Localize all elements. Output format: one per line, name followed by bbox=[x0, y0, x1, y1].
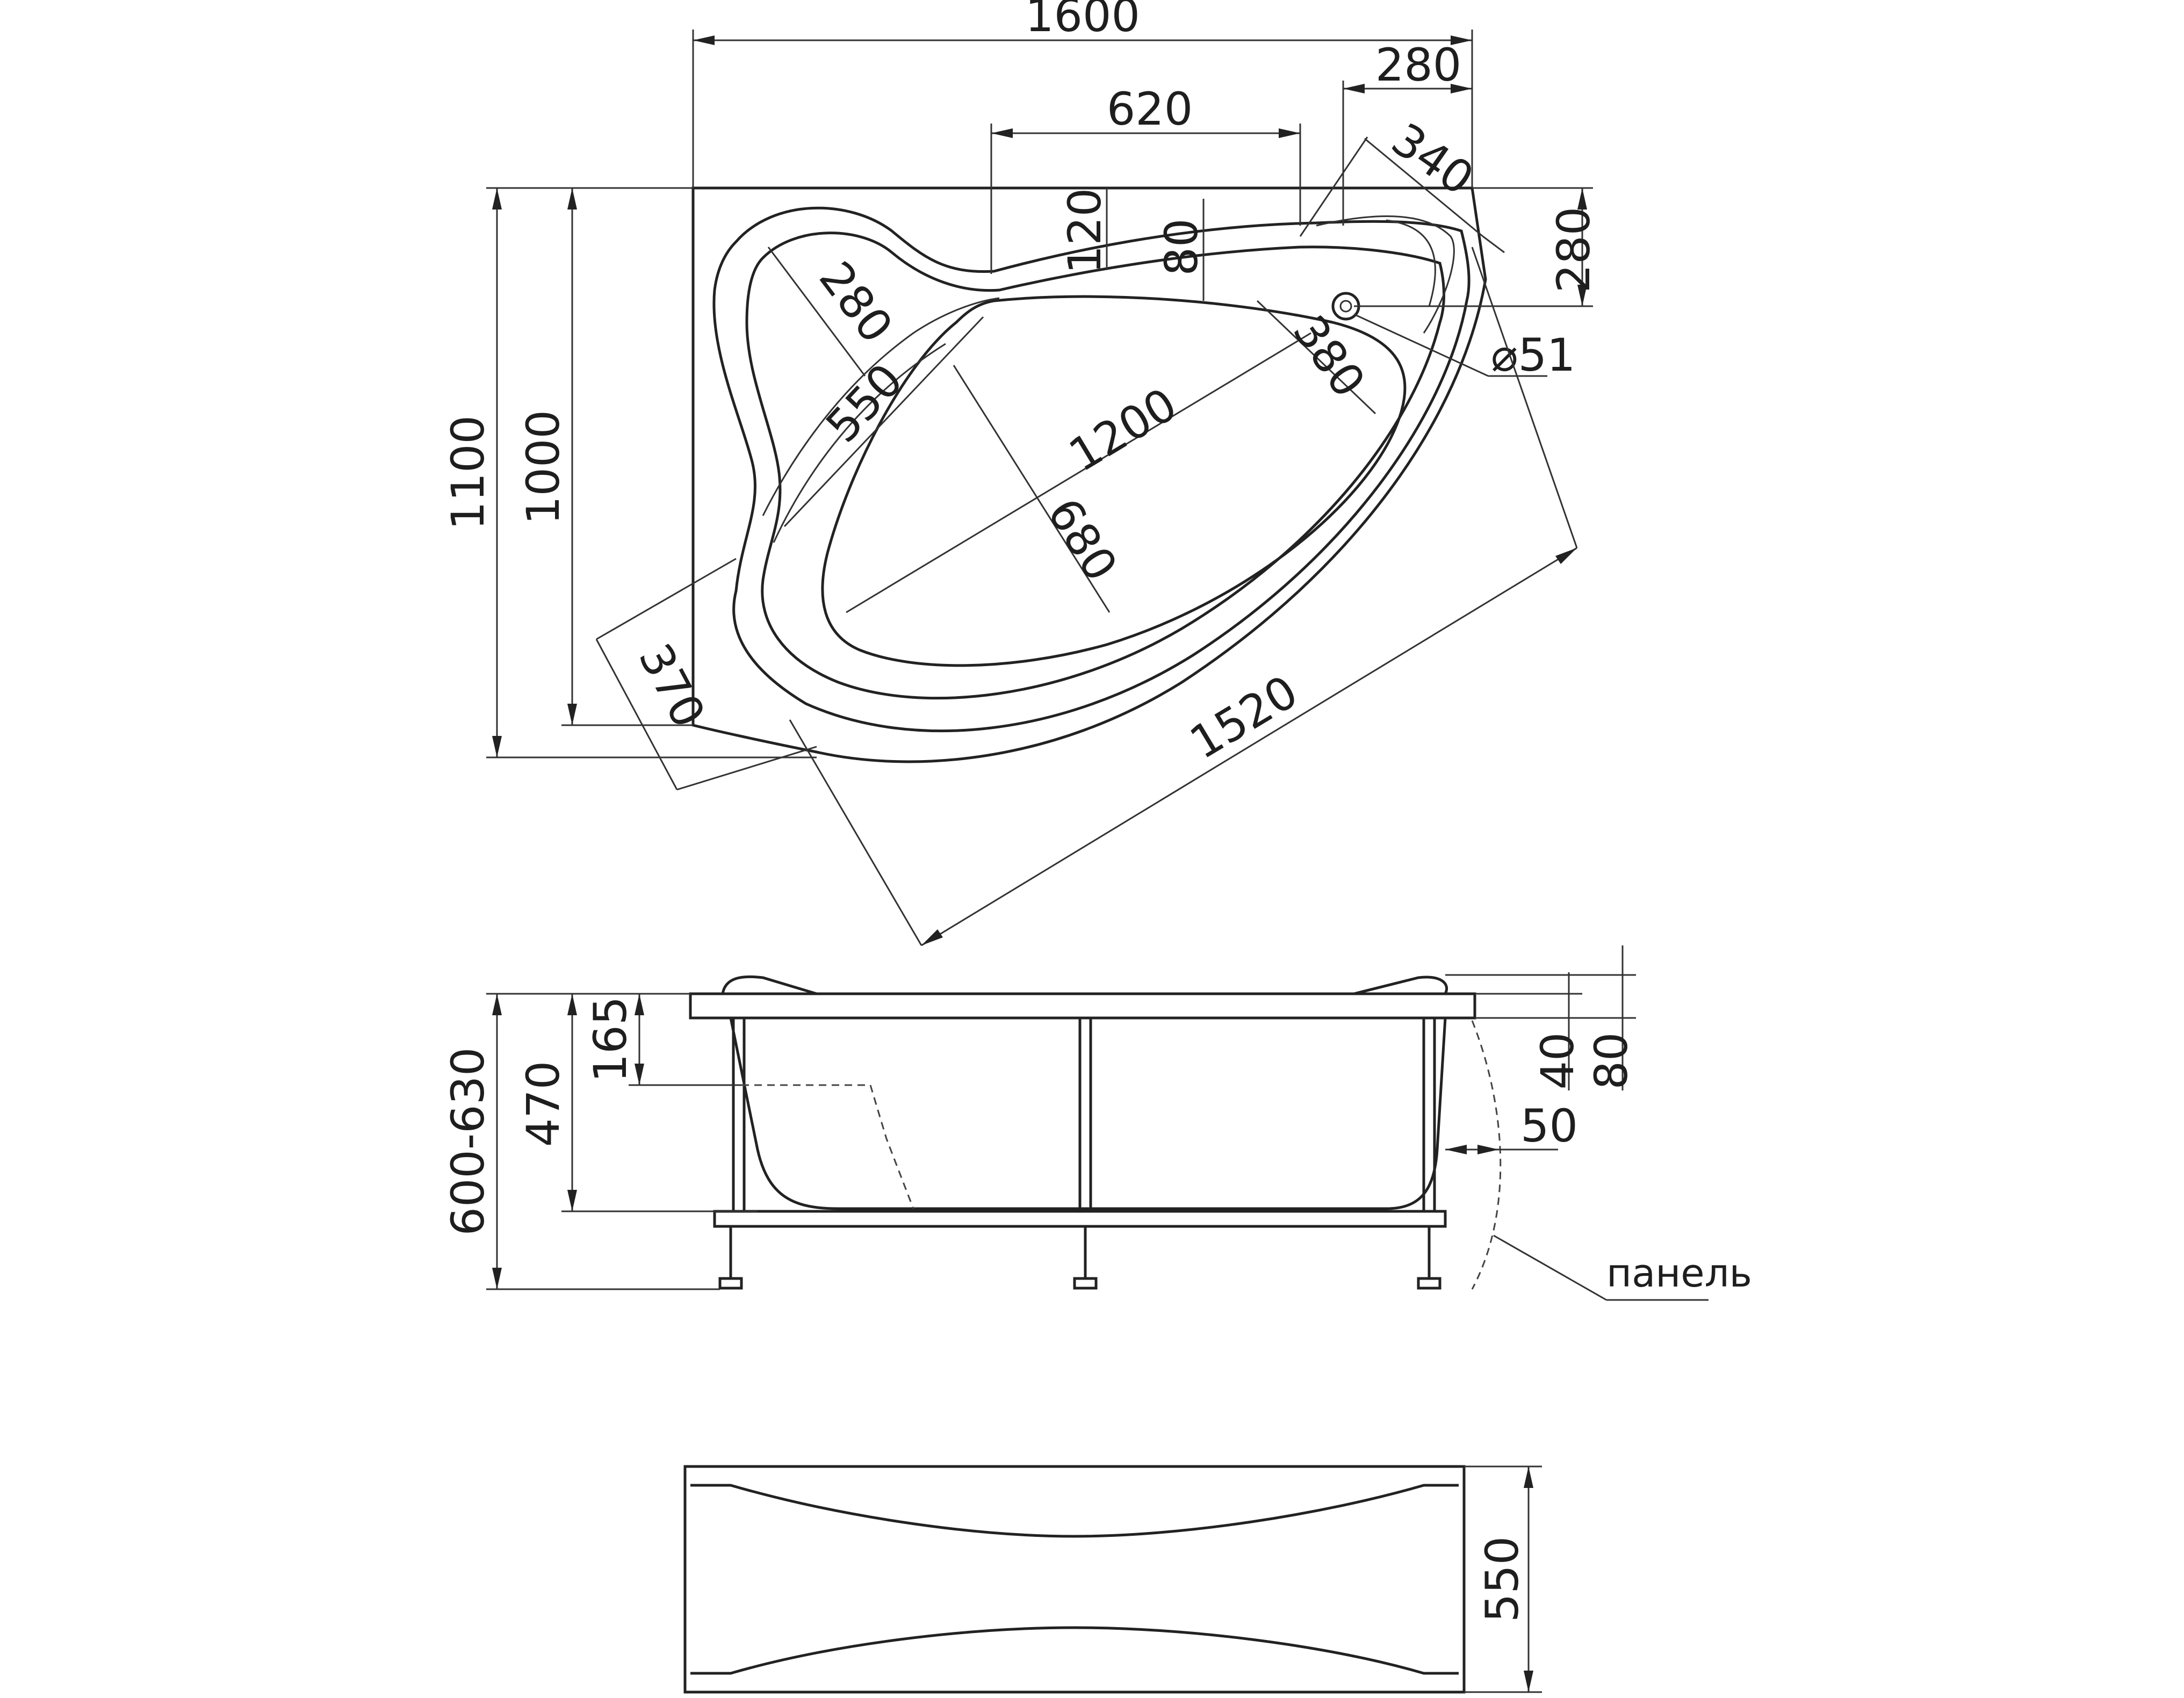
dim-1600: 1600 bbox=[1025, 0, 1140, 42]
arrow-1100-bottom bbox=[492, 736, 502, 757]
dim-line-550-seat bbox=[783, 316, 984, 528]
dim-165: 165 bbox=[584, 996, 637, 1082]
panel-label: панель bbox=[1606, 1251, 1752, 1296]
dim-600-630: 600-630 bbox=[442, 1047, 494, 1236]
leader-drain bbox=[1353, 313, 1489, 377]
top-view: 1600 280 620 340 120 80 280 bbox=[442, 0, 1600, 946]
dim-80: 80 bbox=[1155, 219, 1208, 276]
panel-view: 550 bbox=[683, 1465, 1542, 1694]
top-view-seat-contour bbox=[712, 206, 1471, 733]
dim-1520: 1520 bbox=[1181, 665, 1307, 769]
side-rim bbox=[689, 992, 1476, 1020]
leader-panel bbox=[1493, 1234, 1607, 1301]
arrow-280-top-right bbox=[1451, 84, 1472, 93]
dim-1200: 1200 bbox=[1060, 378, 1186, 482]
dim-50: 50 bbox=[1520, 1100, 1578, 1152]
arrow-620-right bbox=[1279, 128, 1300, 138]
dim-line-680 bbox=[953, 365, 1111, 613]
dim-280-seat: 280 bbox=[809, 252, 903, 352]
dim-680: 680 bbox=[1037, 489, 1128, 590]
dim-line-1520 bbox=[921, 547, 1577, 946]
dim-line-340 bbox=[1364, 138, 1483, 237]
dim-280-top: 280 bbox=[1375, 39, 1461, 91]
dim-620: 620 bbox=[1107, 83, 1193, 135]
top-view-corner-shelf-2 bbox=[1386, 219, 1436, 307]
side-seat-dashed bbox=[741, 1084, 914, 1209]
top-view-armrest-2 bbox=[773, 343, 946, 543]
arrow-1520-right bbox=[1555, 548, 1577, 564]
panel-bottom-wave bbox=[690, 1626, 1459, 1675]
dim-80-side: 80 bbox=[1585, 1032, 1638, 1090]
dim-380: 380 bbox=[1283, 306, 1375, 407]
arrow-280-top-left bbox=[1343, 84, 1365, 93]
top-view-inner-contour bbox=[745, 232, 1445, 700]
ext-line-340b bbox=[1482, 235, 1505, 254]
arrow-50-left bbox=[1445, 1145, 1467, 1154]
dim-1100: 1100 bbox=[442, 415, 494, 530]
side-panel-curve bbox=[1471, 1020, 1502, 1290]
top-view-rim-outline bbox=[691, 186, 1487, 763]
dim-280-right: 280 bbox=[1547, 207, 1600, 293]
dim-line-280-seat bbox=[767, 247, 866, 377]
dim-370: 370 bbox=[629, 635, 716, 736]
arrow-470-top bbox=[567, 994, 577, 1015]
top-view-corner-shelf bbox=[1316, 215, 1455, 334]
top-view-armrest bbox=[762, 297, 1000, 516]
arrow-165-bottom bbox=[635, 1064, 644, 1085]
dim-550-panel: 550 bbox=[1476, 1536, 1529, 1622]
arrow-50-right bbox=[1477, 1145, 1499, 1154]
ext-line-1520-a bbox=[789, 719, 922, 946]
arrow-600-top bbox=[492, 994, 502, 1015]
arrow-1000-top bbox=[567, 188, 577, 209]
panel-outline bbox=[683, 1465, 1466, 1694]
ext-line-370-a bbox=[596, 558, 737, 640]
dim-470: 470 bbox=[517, 1061, 570, 1147]
arrow-550-top bbox=[1524, 1466, 1533, 1488]
arrow-600-bottom bbox=[492, 1268, 502, 1289]
arrow-1600-left bbox=[693, 35, 715, 45]
ext-line-370-b bbox=[676, 746, 817, 791]
side-view: 600-630 470 165 40 80 50 панель bbox=[442, 945, 1752, 1301]
dim-1000: 1000 bbox=[517, 410, 570, 525]
arrow-1520-left bbox=[921, 929, 943, 945]
ext-line-340 bbox=[1299, 136, 1368, 237]
ext-line-1520-b bbox=[1471, 247, 1578, 548]
arrow-1000-bottom bbox=[567, 704, 577, 725]
panel-top-wave bbox=[690, 1484, 1459, 1538]
arrow-550-bottom bbox=[1524, 1671, 1533, 1692]
dim-drain-diameter: ⌀51 bbox=[1491, 329, 1575, 381]
arrow-1600-right bbox=[1451, 35, 1472, 45]
dim-550-seat: 550 bbox=[816, 353, 913, 452]
arrow-165-top bbox=[635, 994, 644, 1015]
side-headrest-left bbox=[721, 975, 817, 995]
arrow-470-bottom bbox=[567, 1190, 577, 1211]
dim-line-370 bbox=[595, 639, 678, 790]
side-headrest-right bbox=[1353, 976, 1448, 995]
dim-line-1200 bbox=[846, 332, 1311, 613]
side-frame-bottom bbox=[713, 1210, 1447, 1228]
side-tub-body bbox=[729, 1017, 1447, 1210]
side-legs bbox=[718, 1226, 1441, 1290]
arrow-280-right-top bbox=[1577, 188, 1587, 209]
dim-120: 120 bbox=[1058, 188, 1111, 274]
arrow-1100-top bbox=[492, 188, 502, 209]
dim-40: 40 bbox=[1531, 1032, 1584, 1090]
arrow-280-right-bottom bbox=[1577, 285, 1587, 306]
top-view-bowl bbox=[821, 295, 1407, 667]
dim-line-380 bbox=[1256, 300, 1376, 415]
drain-inner bbox=[1339, 300, 1352, 313]
dim-340: 340 bbox=[1382, 113, 1483, 205]
arrow-620-left bbox=[991, 128, 1013, 138]
